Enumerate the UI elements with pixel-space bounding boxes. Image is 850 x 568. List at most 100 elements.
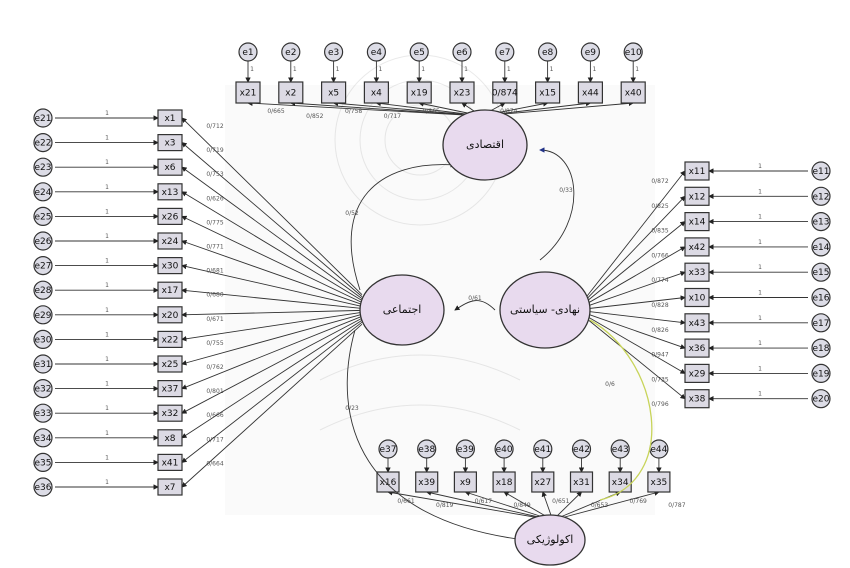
item-right-2: x14: [684, 212, 710, 232]
error-left-9-label: e30: [35, 335, 52, 345]
path-left-one-0: 1: [105, 110, 109, 117]
error-right-2-label: e13: [813, 218, 830, 228]
item-top-3-label: x4: [371, 89, 382, 99]
error-bottom-1-label: e38: [418, 445, 435, 455]
path-right-one-5: 1: [758, 290, 762, 297]
item-right-6: x43: [684, 313, 710, 333]
error-right-6: e17: [811, 313, 831, 333]
error-right-5-label: e16: [813, 294, 830, 304]
path-right-loading-0: [586, 170, 686, 297]
error-right-4-label: e15: [813, 268, 830, 278]
path-top-one-4: 1: [421, 66, 425, 73]
coef-right-9: 0/796: [651, 401, 668, 408]
path-left-one-14: 1: [105, 454, 109, 461]
item-top-1-label: x2: [285, 89, 296, 99]
error-top-9: e10: [623, 42, 643, 62]
path-top-one-2: 1: [336, 66, 340, 73]
path-left-loading-8: [181, 309, 363, 318]
item-left-9-label: x22: [162, 335, 179, 345]
path-right-one-3: 1: [758, 239, 762, 246]
path-social-ecological: [346, 329, 526, 543]
coef-institutional-economic: 0/33: [559, 187, 573, 194]
path-bottom-loading-1: [425, 490, 544, 519]
item-left-13: x8: [157, 429, 183, 447]
coef-left-3: 0/626: [206, 195, 223, 202]
error-bottom-5: e42: [571, 439, 592, 459]
item-top-6: 0/874: [492, 81, 518, 104]
coef-top-6: 0/874: [500, 108, 517, 115]
path-left-one-7: 1: [105, 282, 109, 289]
item-left-4: x26: [157, 207, 183, 225]
coef-top-2: 0/758: [345, 108, 362, 115]
path-left-loading-0: [181, 117, 363, 295]
error-left-6-label: e27: [35, 262, 52, 272]
path-top-loading-9: [491, 100, 635, 116]
coef-right-6: 0/826: [651, 327, 668, 334]
item-bottom-2-label: x9: [460, 478, 471, 488]
path-institutional-economic: [539, 147, 575, 261]
path-top-loading-0: [247, 100, 466, 116]
error-left-4-label: e25: [35, 212, 52, 222]
item-left-12-label: x32: [162, 409, 179, 419]
path-top-one-0: 1: [250, 66, 254, 73]
error-bottom-4: e41: [533, 439, 553, 459]
error-left-2-label: e23: [35, 163, 52, 173]
item-right-9: x38: [684, 389, 710, 409]
path-left-loading-1: [181, 142, 363, 297]
item-right-9-label: x38: [689, 395, 706, 405]
item-left-0-label: x1: [164, 114, 175, 124]
item-left-2: x6: [157, 158, 183, 176]
item-right-0-label: x11: [689, 167, 706, 177]
coef-top-1: 0/852: [306, 113, 323, 120]
error-left-8: e29: [33, 305, 53, 325]
error-bottom-4-label: e41: [534, 445, 551, 455]
error-top-4-label: e5: [414, 48, 425, 58]
latent-ecological: اکولوژیکی: [514, 514, 586, 566]
item-left-5-label: x24: [162, 237, 179, 247]
coef-left-9: 0/755: [206, 340, 223, 347]
path-left-loading-15: [181, 323, 363, 488]
error-bottom-6: e43: [610, 439, 630, 459]
error-bottom-2: e39: [455, 439, 475, 459]
path-right-loading-8: [586, 315, 686, 374]
item-top-8-label: x44: [582, 89, 599, 99]
latent-institutional: نهادی- سیاستی: [499, 271, 591, 349]
error-top-6: e7: [495, 42, 515, 62]
error-left-14-label: e35: [35, 458, 52, 468]
path-left-one-15: 1: [105, 479, 109, 486]
path-left-loading-10: [181, 313, 363, 366]
latent-social: اجتماعی: [359, 274, 445, 346]
coef-bottom-6: 0/769: [630, 498, 647, 505]
item-left-7: x17: [157, 281, 183, 299]
path-left-loading-11: [181, 315, 363, 390]
item-top-2-label: x5: [328, 89, 339, 99]
item-right-3: x42: [684, 237, 710, 257]
coef-right-4: 0/774: [651, 277, 668, 284]
item-right-3-label: x42: [689, 243, 706, 253]
path-left-one-12: 1: [105, 405, 109, 412]
path-left-one-13: 1: [105, 430, 109, 437]
error-left-15: e36: [33, 477, 53, 497]
path-left-one-2: 1: [105, 159, 109, 166]
coef-right-5: 0/828: [651, 302, 668, 309]
coef-right-3: 0/766: [651, 252, 668, 259]
item-left-8: x20: [157, 306, 183, 324]
path-left-one-6: 1: [105, 258, 109, 265]
path-top-one-9: 1: [635, 66, 639, 73]
error-right-2: e13: [811, 212, 831, 232]
error-right-8-label: e19: [813, 369, 830, 379]
item-right-6-label: x43: [689, 319, 706, 329]
error-left-15-label: e36: [35, 483, 52, 493]
error-left-5-label: e26: [35, 237, 52, 247]
path-left-loading-12: [181, 317, 363, 414]
path-right-one-1: 1: [758, 188, 762, 195]
item-left-7-label: x17: [162, 286, 179, 296]
path-left-loading-3: [181, 191, 363, 301]
error-left-13: e34: [33, 428, 53, 448]
path-left-one-3: 1: [105, 184, 109, 191]
error-left-12-label: e33: [35, 409, 52, 419]
coef-top-3: 0/717: [384, 113, 401, 120]
path-left-loading-4: [181, 215, 363, 303]
error-bottom-2-label: e39: [457, 445, 474, 455]
error-top-1: e2: [281, 42, 301, 62]
